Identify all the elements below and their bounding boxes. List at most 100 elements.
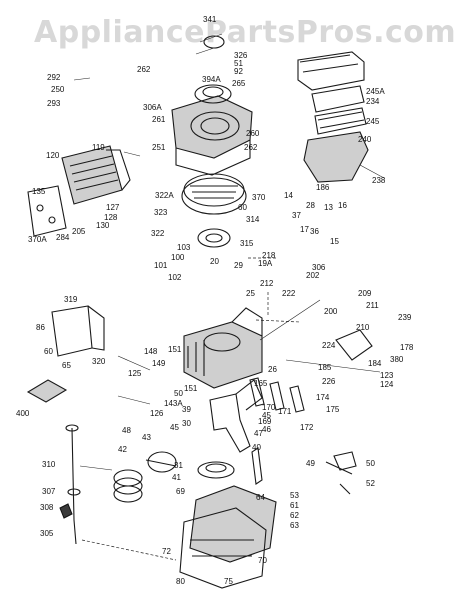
callout-209: 209 <box>358 289 372 298</box>
callout-37: 37 <box>292 211 301 220</box>
callout-20: 20 <box>210 257 219 266</box>
air-cleaner-base <box>303 131 369 183</box>
callout-39: 39 <box>182 405 191 414</box>
callout-165: 165 <box>254 379 268 388</box>
governor-linkage <box>335 329 373 361</box>
callout-218: 218 <box>262 251 276 260</box>
callout-222: 222 <box>282 289 296 298</box>
callout-61: 61 <box>290 501 299 510</box>
callout-69: 69 <box>176 487 185 496</box>
callout-75: 75 <box>224 577 233 586</box>
callout-123: 123 <box>380 371 394 380</box>
callout-72: 72 <box>162 547 171 556</box>
callout-15: 15 <box>330 237 339 246</box>
callout-49: 49 <box>306 459 315 468</box>
callout-135: 135 <box>32 187 46 196</box>
callout-126: 126 <box>150 409 164 418</box>
callout-125: 125 <box>128 369 142 378</box>
callout-174: 174 <box>316 393 330 402</box>
callout-148: 148 <box>144 347 158 356</box>
callout-52: 52 <box>366 479 375 488</box>
callout-25: 25 <box>246 289 255 298</box>
callout-70: 70 <box>258 556 267 565</box>
callout-308: 308 <box>40 503 54 512</box>
callout-100: 100 <box>171 253 185 262</box>
callout-322a: 322A <box>155 191 174 200</box>
callout-46: 46 <box>262 425 271 434</box>
callout-323: 323 <box>154 208 168 217</box>
callout-119: 119 <box>92 143 105 152</box>
sump-crankcase-cover <box>189 485 277 563</box>
callout-262-mid: 262 <box>244 143 258 152</box>
callout-53: 53 <box>290 491 299 500</box>
callout-26: 26 <box>268 365 277 374</box>
callout-284: 284 <box>56 233 70 242</box>
callout-265: 265 <box>232 79 246 88</box>
callout-29: 29 <box>234 261 243 270</box>
callout-102: 102 <box>168 273 182 282</box>
callout-205: 205 <box>72 227 86 236</box>
gasket-set-400 <box>26 379 68 403</box>
callout-315: 315 <box>240 239 254 248</box>
callout-314: 314 <box>246 215 260 224</box>
callout-170: 170 <box>262 403 276 412</box>
callout-16: 16 <box>338 201 347 210</box>
cam-gear <box>197 461 235 479</box>
callout-36: 36 <box>310 227 319 236</box>
callout-151-a: 151 <box>168 345 182 354</box>
watermark-text: AppliancePartsPros.com <box>34 15 456 50</box>
callout-48: 48 <box>122 426 131 435</box>
callout-251: 251 <box>152 143 166 152</box>
callout-92: 92 <box>234 67 243 76</box>
crankshaft <box>209 393 251 453</box>
callout-51: 51 <box>234 59 243 68</box>
callout-260: 260 <box>246 129 260 138</box>
callout-149: 149 <box>152 359 166 368</box>
callout-103: 103 <box>177 243 191 252</box>
oil-pan <box>179 507 267 589</box>
callout-310: 310 <box>42 460 56 469</box>
callout-60-top: 60 <box>238 203 247 212</box>
callout-101: 101 <box>154 261 168 270</box>
callout-212: 212 <box>260 279 274 288</box>
callout-64: 64 <box>256 493 265 502</box>
callout-292: 292 <box>47 73 61 82</box>
callout-380: 380 <box>390 355 404 364</box>
callout-30: 30 <box>182 419 191 428</box>
callout-169: 169 <box>258 417 272 426</box>
callout-151-b: 151 <box>184 384 198 393</box>
callout-210: 210 <box>356 323 370 332</box>
blower-housing <box>171 95 253 159</box>
callout-211: 211 <box>366 301 379 310</box>
callout-17: 17 <box>300 225 309 234</box>
callout-13: 13 <box>324 203 333 212</box>
callout-45-b: 45 <box>262 411 271 420</box>
callout-370a: 370A <box>28 235 47 244</box>
callout-14: 14 <box>284 191 293 200</box>
callout-41: 41 <box>172 473 181 482</box>
callout-322: 322 <box>151 229 165 238</box>
parts-drawing <box>26 33 385 589</box>
cylinder-head <box>61 145 123 205</box>
callout-172: 172 <box>300 423 314 432</box>
callout-65: 65 <box>62 361 71 370</box>
callout-19a: 19A <box>258 259 273 268</box>
callout-40: 40 <box>252 443 261 452</box>
callout-50-right: 50 <box>366 459 375 468</box>
mount-bracket <box>51 305 93 357</box>
callout-238: 238 <box>372 176 386 185</box>
callout-45-a: 45 <box>170 423 179 432</box>
callout-240: 240 <box>358 135 372 144</box>
callout-labels: 341 326 51 92 394A 292 250 293 262 306A … <box>16 15 414 586</box>
callout-341: 341 <box>203 15 217 24</box>
callout-307: 307 <box>42 487 56 496</box>
callout-186: 186 <box>316 183 330 192</box>
callout-175: 175 <box>326 405 340 414</box>
callout-143a: 143A <box>164 399 183 408</box>
callout-86: 86 <box>36 323 45 332</box>
callout-306: 306 <box>312 263 326 272</box>
callout-320: 320 <box>92 357 106 366</box>
callout-47: 47 <box>254 429 263 438</box>
callout-130: 130 <box>96 221 110 230</box>
